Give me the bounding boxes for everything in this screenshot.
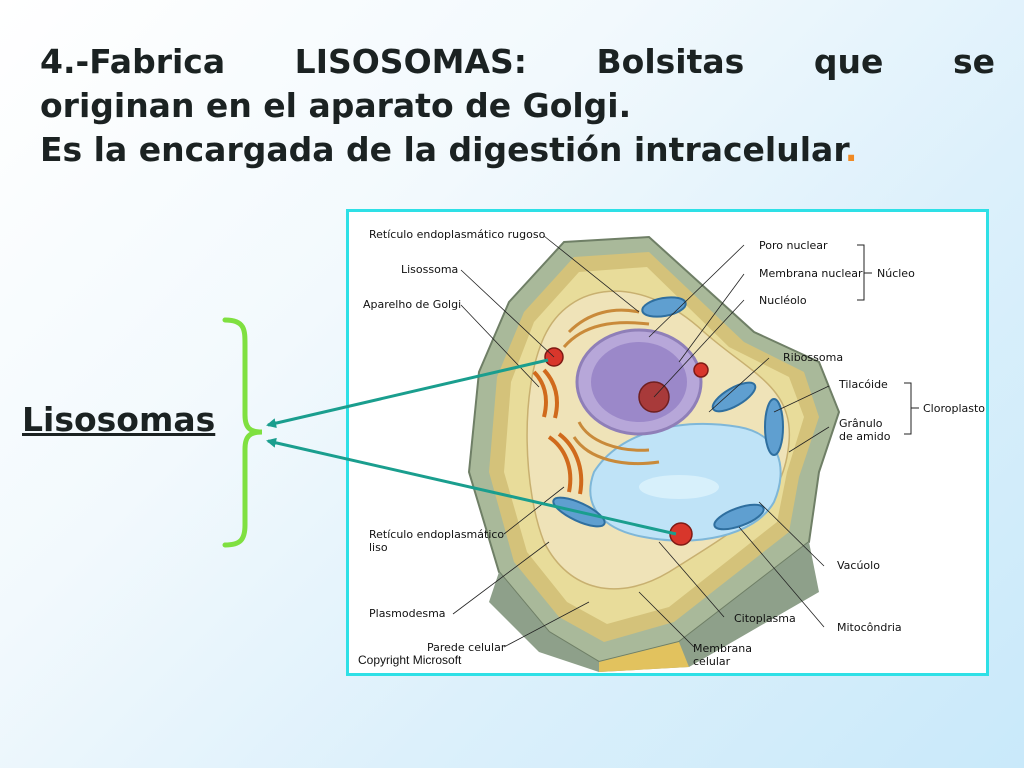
label-membrana-celular-2: celular: [693, 655, 731, 668]
label-granulo-2: de amido: [839, 430, 891, 443]
lisosomas-label: Lisosomas: [22, 400, 216, 439]
label-aparelho-golgi: Aparelho de Golgi: [363, 298, 462, 311]
title-line-3-text: Es la encargada de la digestión intracel…: [40, 130, 845, 169]
mitochondria: [552, 296, 784, 531]
label-lisossoma: Lisossoma: [401, 263, 459, 276]
label-vacuolo: Vacúolo: [837, 559, 880, 572]
rough-er: [562, 308, 660, 466]
title-word: se: [952, 42, 995, 81]
label-parede-celular: Parede celular: [427, 641, 506, 654]
title-word: 4.-Fabrica: [40, 42, 226, 81]
title-word: LISOSOMAS:: [294, 42, 527, 81]
label-membrana-celular-1: Membrana: [693, 642, 752, 655]
title-line-3: Es la encargada de la digestión intracel…: [40, 128, 995, 172]
label-citoplasma: Citoplasma: [734, 612, 796, 625]
label-poro-nuclear: Poro nuclear: [759, 239, 828, 252]
label-reticulo-rugoso: Retículo endoplasmático rugoso: [369, 228, 546, 241]
label-reticulo-liso-1: Retículo endoplasmático: [369, 528, 505, 541]
arrow-to-lysosome-bottom: [266, 437, 677, 536]
label-granulo-1: Grânulo: [839, 417, 883, 430]
label-nucleo: Núcleo: [877, 267, 915, 280]
label-nucleolo: Nucléolo: [759, 294, 807, 307]
label-brackets: [857, 244, 919, 435]
label-ribossoma: Ribossoma: [783, 351, 844, 364]
curly-brace: [222, 317, 263, 548]
leader-lines: [452, 235, 830, 648]
title-word: Bolsitas: [596, 42, 745, 81]
title-word: que: [813, 42, 884, 81]
slide-title: 4.-Fabrica LISOSOMAS: Bolsitas que se or…: [40, 40, 995, 172]
title-line-1: 4.-Fabrica LISOSOMAS: Bolsitas que se: [40, 40, 995, 84]
label-mitocondria: Mitocôndria: [837, 621, 902, 634]
arrow-to-lysosome-top: [266, 358, 549, 429]
label-reticulo-liso-2: liso: [369, 541, 388, 554]
label-plasmodesma: Plasmodesma: [369, 607, 446, 620]
golgi-apparatus: [532, 368, 584, 495]
nucleus: [575, 328, 703, 436]
label-tilacoide: Tilacóide: [839, 378, 888, 391]
title-line-2: originan en el aparato de Golgi.: [40, 86, 632, 125]
copyright-notice: Copyright Microsoft: [358, 653, 462, 667]
label-cloroplasto: Cloroplasto: [923, 402, 986, 415]
title-accent-dot: .: [844, 130, 858, 169]
label-membrana-nuclear: Membrana nuclear: [759, 267, 863, 280]
